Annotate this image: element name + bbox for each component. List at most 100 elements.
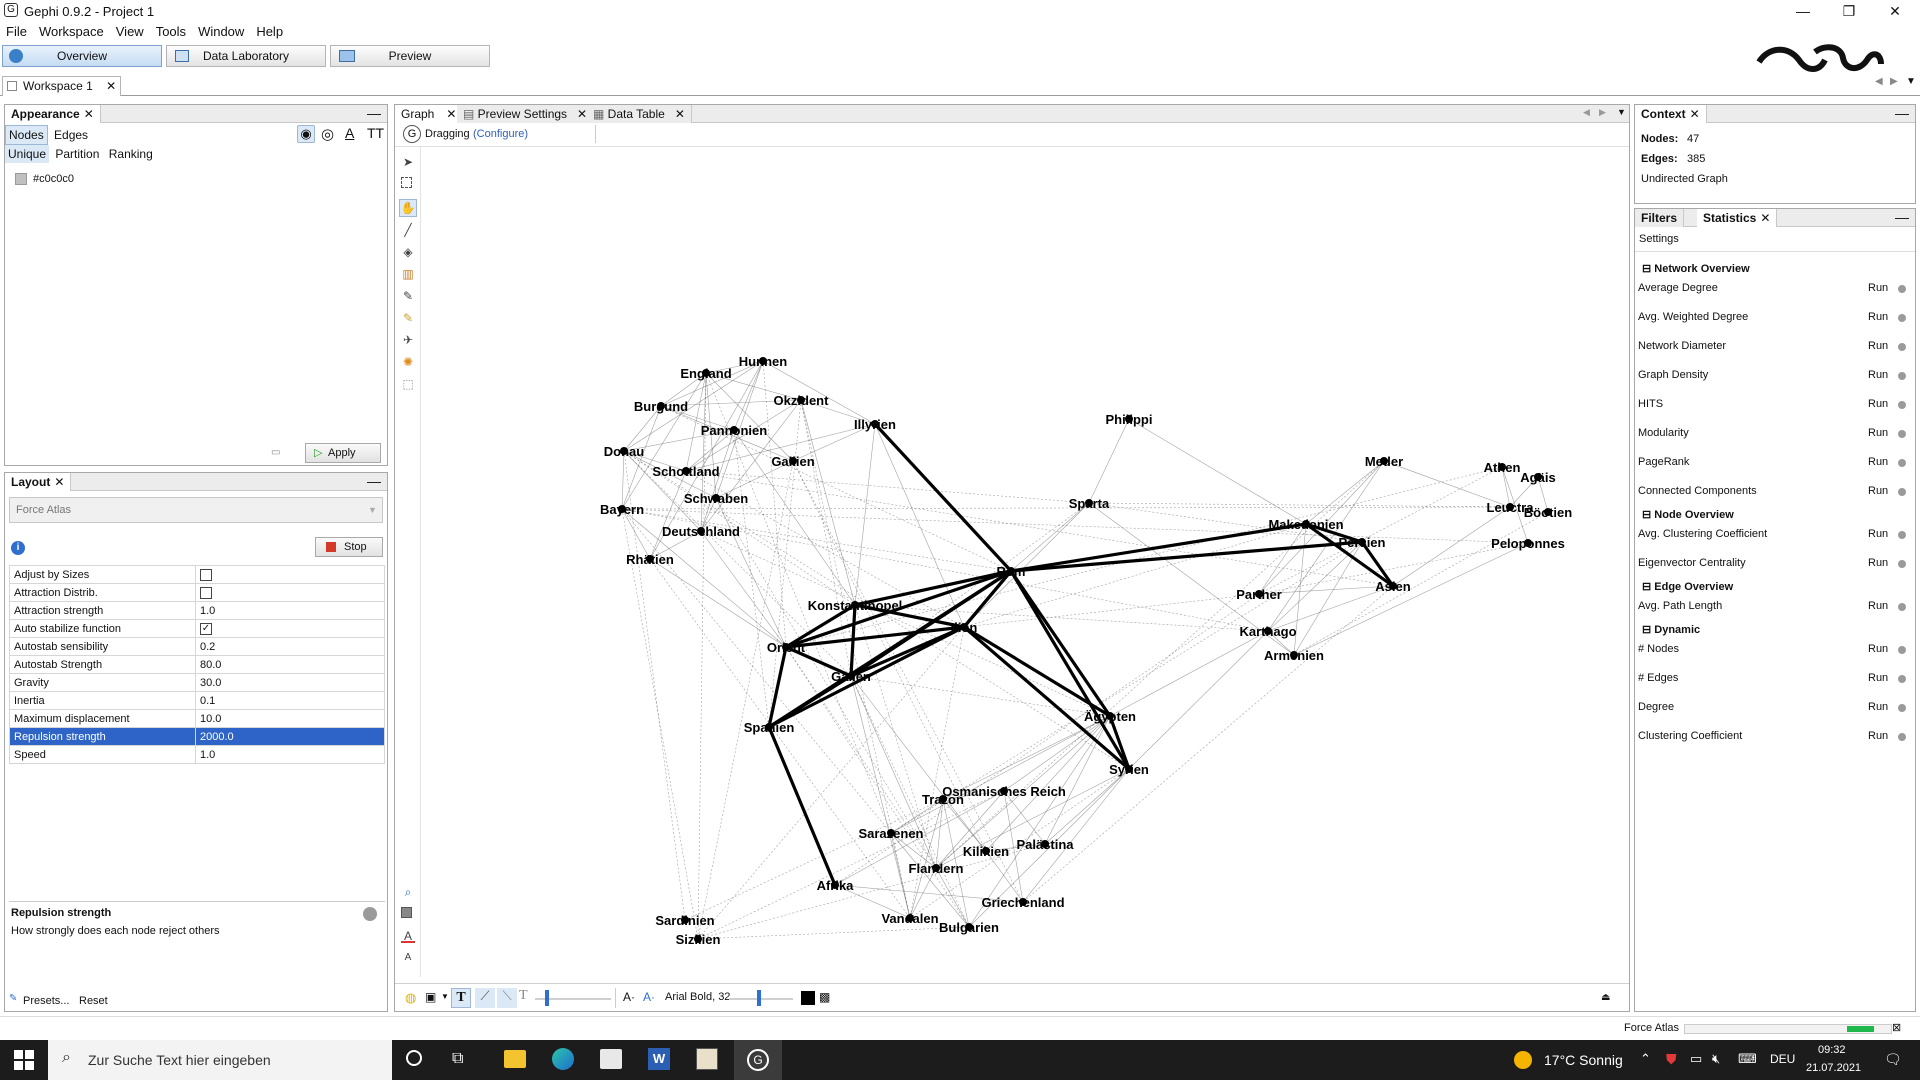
stats-info-icon[interactable] <box>1898 285 1906 293</box>
run-button[interactable]: Run <box>1868 701 1889 713</box>
graph-node[interactable] <box>1007 567 1015 575</box>
graph-node[interactable] <box>618 505 626 513</box>
graph-node[interactable] <box>847 672 855 680</box>
graph-node[interactable] <box>1106 712 1114 720</box>
node-label-size-icon[interactable]: A <box>404 952 412 963</box>
stats-section-header[interactable]: ⊟ Dynamic <box>1642 623 1912 639</box>
graph-node[interactable] <box>1125 765 1133 773</box>
stats-info-icon[interactable] <box>1898 675 1906 683</box>
stats-info-icon[interactable] <box>1898 488 1906 496</box>
tab-unique[interactable]: Unique <box>5 145 50 163</box>
graph-node[interactable] <box>1290 651 1298 659</box>
close-preview-settings-icon[interactable]: ✕ <box>577 107 588 121</box>
shortest-path-icon[interactable]: ✈ <box>402 333 414 347</box>
graph-node[interactable] <box>1085 499 1093 507</box>
graph-node[interactable] <box>1506 503 1514 511</box>
gephi-taskbar-button[interactable]: G <box>734 1040 782 1080</box>
input-language[interactable]: DEU <box>1770 1052 1796 1066</box>
run-button[interactable]: Run <box>1868 557 1889 569</box>
property-value[interactable]: 10.0 <box>195 709 385 728</box>
layout-algorithm-select[interactable]: Force Atlas ▼ <box>9 497 383 523</box>
property-checkbox[interactable] <box>200 586 212 599</box>
graph-node[interactable] <box>1125 415 1133 423</box>
expand-toolbar-icon[interactable]: ⏏ <box>1601 992 1611 1003</box>
tab-nodes[interactable]: Nodes <box>5 125 48 145</box>
graph-node[interactable] <box>620 447 628 455</box>
graph-node[interactable] <box>887 829 895 837</box>
tray-chevron-icon[interactable]: ⌃ <box>1640 1051 1651 1066</box>
graph-node[interactable] <box>1358 538 1366 546</box>
preview-button[interactable]: Preview <box>330 45 490 67</box>
graph-node[interactable] <box>646 555 654 563</box>
font-size-down-icon[interactable]: A· <box>623 990 635 1004</box>
stats-section-header[interactable]: ⊟ Network Overview <box>1642 262 1912 278</box>
tab-edges[interactable]: Edges <box>54 128 89 142</box>
tab-graph[interactable]: Graph✕ <box>395 105 464 123</box>
menu-window[interactable]: Window <box>198 24 245 39</box>
sizer-icon[interactable]: ▥ <box>402 267 414 281</box>
graph-node[interactable] <box>782 643 790 651</box>
scroll-right-icon[interactable]: ▶ <box>1890 76 1898 87</box>
property-value[interactable]: 0.1 <box>195 691 385 710</box>
menu-help[interactable]: Help <box>256 24 284 39</box>
appearance-tab[interactable]: Appearance✕ <box>5 105 101 123</box>
graph-node[interactable] <box>1264 627 1272 635</box>
clock-date[interactable]: 21.07.2021 <box>1806 1062 1862 1074</box>
help-icon[interactable] <box>363 907 377 921</box>
graph-node[interactable] <box>965 923 973 931</box>
apply-button[interactable]: ▷ Apply <box>305 443 381 463</box>
stats-info-icon[interactable] <box>1898 372 1906 380</box>
data-laboratory-button[interactable]: Data Laboratory <box>166 45 326 67</box>
edge-color-icon[interactable]: ⟋ <box>475 988 495 1008</box>
collapse-section-icon[interactable]: ⊟ <box>1642 581 1655 593</box>
weather-text[interactable]: 17°C Sonnig <box>1544 1052 1623 1068</box>
close-window-icon[interactable]: ✕ <box>1889 3 1901 19</box>
tab-data-table[interactable]: ▦ Data Table✕ <box>587 105 692 123</box>
stats-info-icon[interactable] <box>1898 343 1906 351</box>
stats-info-icon[interactable] <box>1898 560 1906 568</box>
property-checkbox[interactable] <box>200 568 212 581</box>
restore-icon[interactable]: ❐ <box>1842 3 1856 19</box>
graph-node[interactable] <box>694 935 702 943</box>
graph-node[interactable] <box>831 881 839 889</box>
run-button[interactable]: Run <box>1868 340 1889 352</box>
run-button[interactable]: Run <box>1868 643 1889 655</box>
taskbar-search[interactable]: ⌕ Zur Suche Text hier eingeben <box>48 1040 392 1080</box>
tab-list-icon[interactable]: ▼ <box>1906 76 1916 87</box>
label-scale-thumb[interactable] <box>757 990 761 1006</box>
graph-node[interactable] <box>960 623 968 631</box>
minimize-appearance-icon[interactable]: — <box>367 105 381 121</box>
graph-node[interactable] <box>730 426 738 434</box>
edge-scale-slider[interactable] <box>535 998 611 1000</box>
run-button[interactable]: Run <box>1868 398 1889 410</box>
graph-node[interactable] <box>697 527 705 535</box>
graph-node[interactable] <box>682 467 690 475</box>
tab-filters[interactable]: Filters <box>1635 209 1685 227</box>
cortana-icon[interactable] <box>406 1050 422 1066</box>
collapse-section-icon[interactable]: ⊟ <box>1642 509 1655 521</box>
run-button[interactable]: Run <box>1868 672 1889 684</box>
graph-node[interactable] <box>1000 787 1008 795</box>
show-labels-icon[interactable]: T <box>451 988 471 1008</box>
stats-info-icon[interactable] <box>1898 603 1906 611</box>
edge-browser-icon[interactable] <box>552 1048 574 1070</box>
graph-node[interactable] <box>759 357 767 365</box>
brush-icon[interactable]: ╱ <box>404 223 412 237</box>
clock-time[interactable]: 09:32 <box>1818 1044 1846 1056</box>
label-size-icon[interactable]: TT <box>367 125 385 141</box>
graph-node[interactable] <box>871 420 879 428</box>
node-label-color-icon[interactable]: A <box>401 929 415 943</box>
graph-node[interactable] <box>939 795 947 803</box>
context-tab[interactable]: Context✕ <box>1635 105 1707 123</box>
run-button[interactable]: Run <box>1868 427 1889 439</box>
graph-node[interactable] <box>906 914 914 922</box>
zoom-icon[interactable]: ⌕ <box>404 885 412 899</box>
graph-node[interactable] <box>1544 508 1552 516</box>
run-button[interactable]: Run <box>1868 282 1889 294</box>
word-icon[interactable]: W <box>648 1048 670 1070</box>
run-button[interactable]: Run <box>1868 600 1889 612</box>
statistics-settings-button[interactable]: Settings <box>1639 233 1679 245</box>
